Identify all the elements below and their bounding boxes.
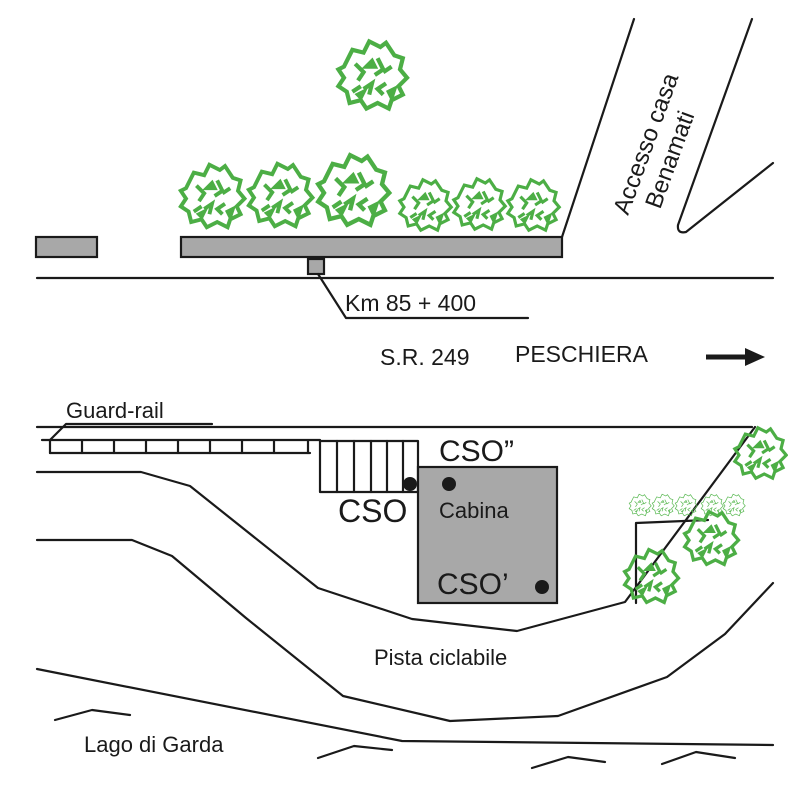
guard-rail (40, 438, 322, 455)
cso-label: CSO (338, 493, 407, 529)
tree-icon (398, 178, 453, 232)
bike-path-label: Pista ciclabile (374, 645, 507, 670)
tree-icon (338, 41, 407, 108)
water-wave-marks (53, 708, 737, 770)
guard-rail-label: Guard-rail (66, 398, 164, 423)
tree-icon (722, 493, 746, 517)
tree-icon (628, 493, 652, 517)
km-marker-post (306, 257, 326, 276)
tree-icon (506, 178, 561, 232)
tree-icon (622, 547, 681, 605)
right-arrow-icon (706, 348, 765, 366)
road-name-label: S.R. 249 (380, 344, 470, 370)
green-area-boundary (634, 518, 710, 605)
tree-icon (452, 177, 507, 231)
km-marker-label: Km 85 + 400 (345, 290, 476, 316)
embankment-lower (35, 538, 775, 723)
measurement-point-icon (442, 477, 456, 491)
measurement-point-icon (403, 477, 417, 491)
wall-segment-long (179, 235, 564, 259)
measurement-point-icon (535, 580, 549, 594)
km-leader-line (316, 272, 530, 320)
cabin-building (416, 465, 559, 605)
tree-icon (682, 509, 741, 567)
embankment-upper (35, 425, 757, 633)
access-road-edge-left (560, 17, 636, 239)
tree-icon (733, 426, 788, 480)
tree-icon (674, 493, 698, 517)
tree-icon (651, 493, 675, 517)
tree-icon (246, 161, 315, 229)
guard-rail-leader (48, 422, 214, 442)
tree-icon (318, 155, 389, 225)
access-road-edge-right (676, 17, 775, 234)
lake-shoreline (35, 667, 775, 747)
lake-label: Lago di Garda (84, 732, 224, 757)
cso-prime-label: CSO’ (437, 568, 509, 601)
direction-label: PESCHIERA (515, 341, 649, 367)
cabin-label: Cabina (439, 498, 509, 523)
tree-icon (178, 162, 247, 230)
cso-double-prime-label: CSO” (439, 435, 514, 468)
wall-segment-small (34, 235, 99, 259)
